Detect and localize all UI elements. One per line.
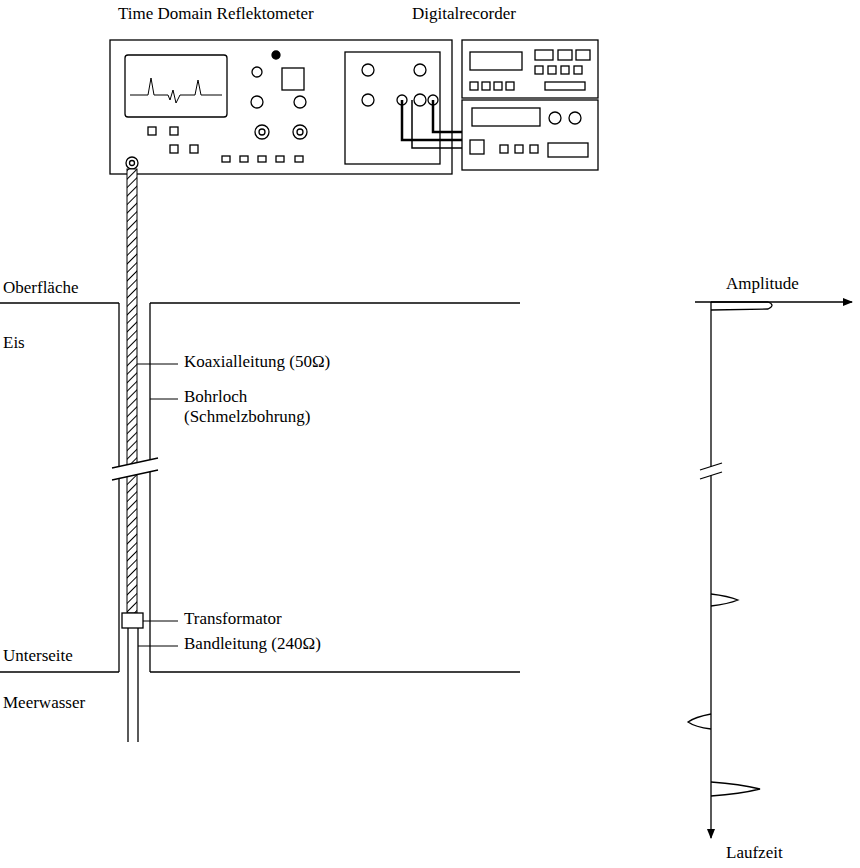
break-mark (700, 463, 722, 479)
digital-recorder (462, 40, 598, 170)
device-label: Digitalrecorder (412, 4, 516, 24)
strip-line (128, 628, 138, 742)
ice-boundary (0, 303, 520, 672)
part-label: Koaxialleitung (50Ω) (184, 352, 330, 372)
layer-label: Oberfläche (3, 278, 79, 298)
reflectometer-device (110, 40, 452, 174)
part-label: Bandleitung (240Ω) (184, 634, 321, 654)
axis (695, 302, 852, 838)
device-label: Time Domain Reflektometer (118, 4, 314, 24)
break-mark (112, 458, 158, 480)
axis-label: Laufzeit (726, 843, 783, 863)
layer-label: Meerwasser (3, 693, 85, 713)
layer-label: Eis (3, 333, 25, 353)
part-label: Bohrloch (Schmelzbohrung) (184, 387, 334, 428)
transformer (122, 613, 143, 628)
coax-cable (127, 169, 137, 613)
part-label: Transformator (184, 609, 282, 629)
axis-label: Amplitude (726, 274, 799, 294)
reflection-pulse (688, 302, 772, 796)
recorder-cable (402, 100, 462, 148)
layer-label: Unterseite (3, 646, 73, 666)
leader-line (137, 364, 178, 646)
